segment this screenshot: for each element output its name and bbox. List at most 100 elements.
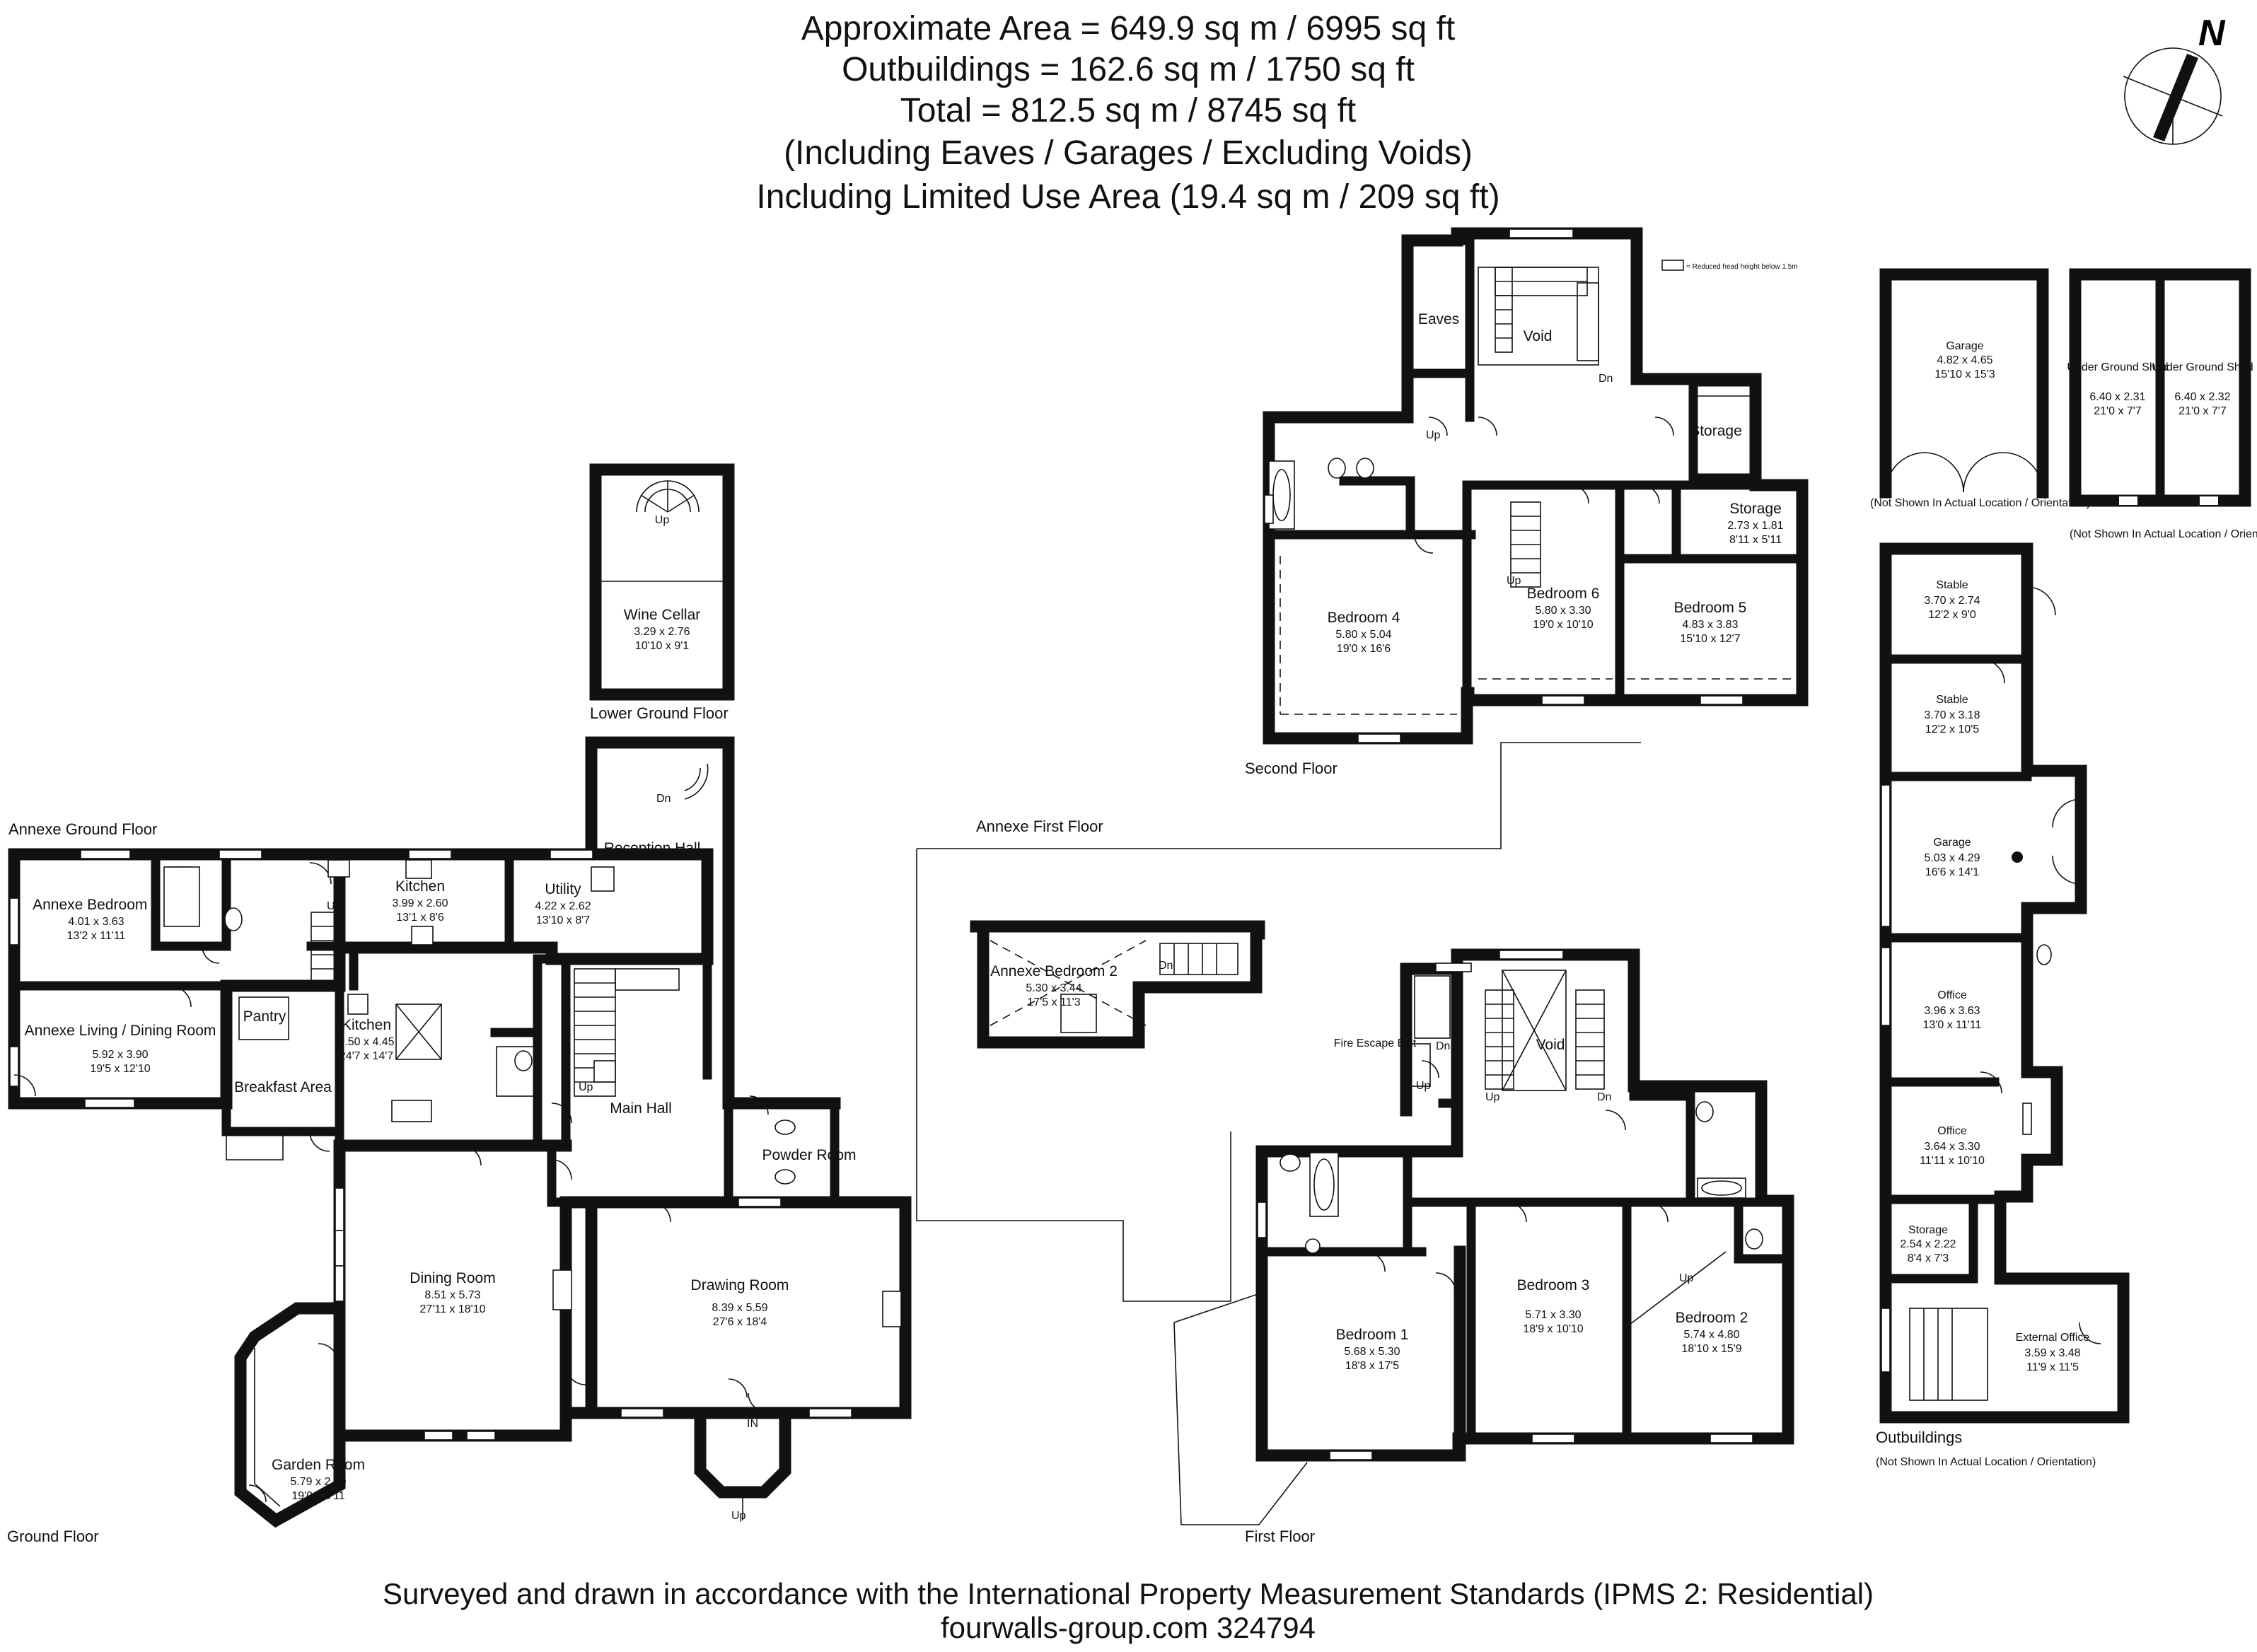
first-floor-fire-stair-down: Dn [1436,1040,1450,1052]
drawing-room-metric: 8.39 x 5.59 [712,1302,767,1314]
bedroom-6-imperial: 19'0 x 10'10 [1533,619,1593,631]
legend-text: = Reduced head height below 1.5m [1686,263,1798,271]
storage-small-label: Storage [1690,423,1742,439]
storage-2f-metric: 2.73 x 1.81 [1727,520,1783,532]
area-line-5: Including Limited Use Area (19.4 sq m / … [756,178,1499,216]
lower-ground-floor-title: Lower Ground Floor [590,704,729,722]
stable-2-name: Stable [1936,694,1968,706]
shed-1-imperial: 21'0 x 7'7 [2094,405,2142,417]
first-floor-void-label: Void [1536,1037,1565,1053]
reception-hall-name-text: Reception Hall [604,840,701,856]
office-2-metric: 3.64 x 3.30 [1924,1141,1980,1153]
ob-garage-top-imperial: 15'10 x 15'3 [1934,368,1995,380]
lower-ground-floor: Up Wine Cellar 3.29 x 2.76 10'10 x 9'1 L… [589,463,735,722]
annexe-first-stair-down: Dn [1159,960,1173,972]
dining-room-metric: 8.51 x 5.73 [424,1289,480,1301]
first-floor-stair-up: Up [1485,1091,1500,1103]
dining-room-imperial: 27'11 x 18'10 [420,1303,486,1315]
annexe-ground-floor-title: Annexe Ground Floor [8,820,157,838]
office-2-imperial: 11'11 x 10'10 [1920,1155,1985,1167]
ob-garage-metric: 5.03 x 4.29 [1924,852,1980,864]
second-floor: Second Floor Eaves Void Storage Storage … [1245,227,1809,777]
annexe-living-name: Annexe Living / Dining Room [25,1023,216,1039]
annexe-bedroom-2-name: Annexe Bedroom 2 [990,963,1118,979]
pantry-name: Pantry [243,1008,286,1025]
shed-note: (Not Shown In Actual Location / Orientat… [2070,528,2257,540]
first-floor-title: First Floor [1245,1528,1315,1545]
office-1-imperial: 13'0 x 11'11 [1923,1019,1982,1031]
shed-1-name: Under Ground Shed [2067,361,2168,373]
main-kitchen-imperial: 24'7 x 14'7 [340,1050,393,1062]
stable-1-name: Stable [1936,579,1968,591]
second-floor-title: Second Floor [1245,760,1338,777]
compass-icon: N [2123,13,2226,145]
storage-2f-imperial: 8'11 x 5'11 [1729,534,1782,546]
bedroom-2-metric: 5.74 x 4.80 [1683,1329,1739,1341]
entrance-label: IN [747,1418,758,1430]
second-floor-stair-down: Dn [1599,373,1613,385]
dining-room-name: Dining Room [410,1270,495,1286]
annexe-kitchen-imperial: 13'1 x 8'6 [396,912,444,924]
wine-cellar-metric: 3.29 x 2.76 [634,626,690,638]
ob-garage-top-metric: 4.82 x 4.65 [1937,354,1992,366]
garden-room-imperial: 19'0 x 6'11 [291,1490,344,1502]
area-line-1: Approximate Area = 649.9 sq m / 6995 sq … [801,10,1456,47]
external-office-name: External Office [2016,1332,2090,1344]
bedroom-2-imperial: 18'10 x 15'9 [1681,1343,1741,1355]
annexe-bedroom-1-imperial: 13'2 x 11'11 [67,930,126,942]
first-floor: First Floor Bedroom 1 5.68 x 5.30 18'8 x… [1173,948,1794,1545]
main-kitchen-metric: 7.50 x 4.45 [338,1036,394,1048]
stable-1-metric: 3.70 x 2.74 [1924,595,1980,607]
powder-room-name: Powder Room [762,1147,856,1163]
first-floor-stair-down: Dn [1597,1091,1611,1103]
utility-imperial: 13'10 x 8'7 [536,914,590,926]
bedroom-1-name: Bedroom 1 [1336,1327,1409,1343]
lower-ground-stair-up: Up [655,514,670,526]
annexe-stair-up: Up [327,900,342,912]
footer-reference: fourwalls-group.com 324794 [941,1611,1316,1644]
office-1-metric: 3.96 x 3.63 [1924,1005,1980,1017]
ground-floor: Annexe Ground Floor Ground Floor Annexe … [7,736,912,1545]
footer-standards: Surveyed and drawn in accordance with th… [383,1577,1874,1610]
compass-north-label: N [2198,13,2226,54]
annexe-kitchen-name: Kitchen [395,878,445,895]
ob-storage-imperial: 8'4 x 7'3 [1908,1252,1949,1264]
annexe-living-imperial: 19'5 x 12'10 [90,1063,150,1075]
stable-2-metric: 3.70 x 3.18 [1924,709,1980,721]
entrance-step-up: Up [731,1510,746,1522]
ob-garage-top-note: (Not Shown In Actual Location / Orientat… [1870,497,2090,509]
storage-2f-name: Storage [1729,501,1782,517]
annexe-first-floor-title: Annexe First Floor [976,818,1103,835]
area-line-4: (Including Eaves / Garages / Excluding V… [784,134,1473,172]
fire-escape-label: Fire Escape Exit [1334,1037,1417,1049]
bedroom-1-imperial: 18'8 x 17'5 [1345,1360,1399,1372]
bedroom-4-name: Bedroom 4 [1328,610,1400,626]
external-office-metric: 3.59 x 3.48 [2024,1347,2080,1359]
bedroom-4-metric: 5.80 x 5.04 [1335,629,1391,641]
office-2-name: Office [1937,1125,1967,1137]
area-line-3: Total = 812.5 sq m / 8745 sq ft [900,92,1356,129]
ob-storage-metric: 2.54 x 2.22 [1900,1238,1956,1250]
outbuildings-title: Outbuildings [1876,1429,1962,1446]
wine-cellar-imperial: 10'10 x 9'1 [635,640,689,652]
bedroom-5-imperial: 15'10 x 12'7 [1680,633,1740,645]
shed-2-name: Under Ground Shed [2152,361,2253,373]
bedroom-6-metric: 5.80 x 3.30 [1535,605,1591,617]
bedroom-6-name: Bedroom 6 [1527,586,1600,602]
eaves-label: Eaves [1418,311,1459,327]
stable-2-imperial: 12'2 x 10'5 [1925,723,1979,735]
first-floor-fire-stair-up: Up [1416,1080,1431,1092]
legend: = Reduced head height below 1.5m [1661,260,1798,271]
annexe-kitchen-metric: 3.99 x 2.60 [392,897,448,909]
bedroom-6-stair-up: Up [1507,575,1521,587]
outbuildings: Garage 4.82 x 4.65 15'10 x 15'3 (Not Sho… [1870,268,2257,1468]
bedroom-5-name: Bedroom 5 [1674,600,1747,616]
utility-metric: 4.22 x 2.62 [535,900,591,912]
reception-hall-name: Reception Hall [604,840,701,856]
area-line-2: Outbuildings = 162.6 sq m / 1750 sq ft [842,51,1415,88]
annexe-living-metric: 5.92 x 3.90 [92,1049,148,1061]
bedroom-3-name: Bedroom 3 [1517,1277,1590,1293]
drawing-room-name: Drawing Room [691,1277,789,1293]
second-floor-void-label: Void [1524,328,1553,344]
